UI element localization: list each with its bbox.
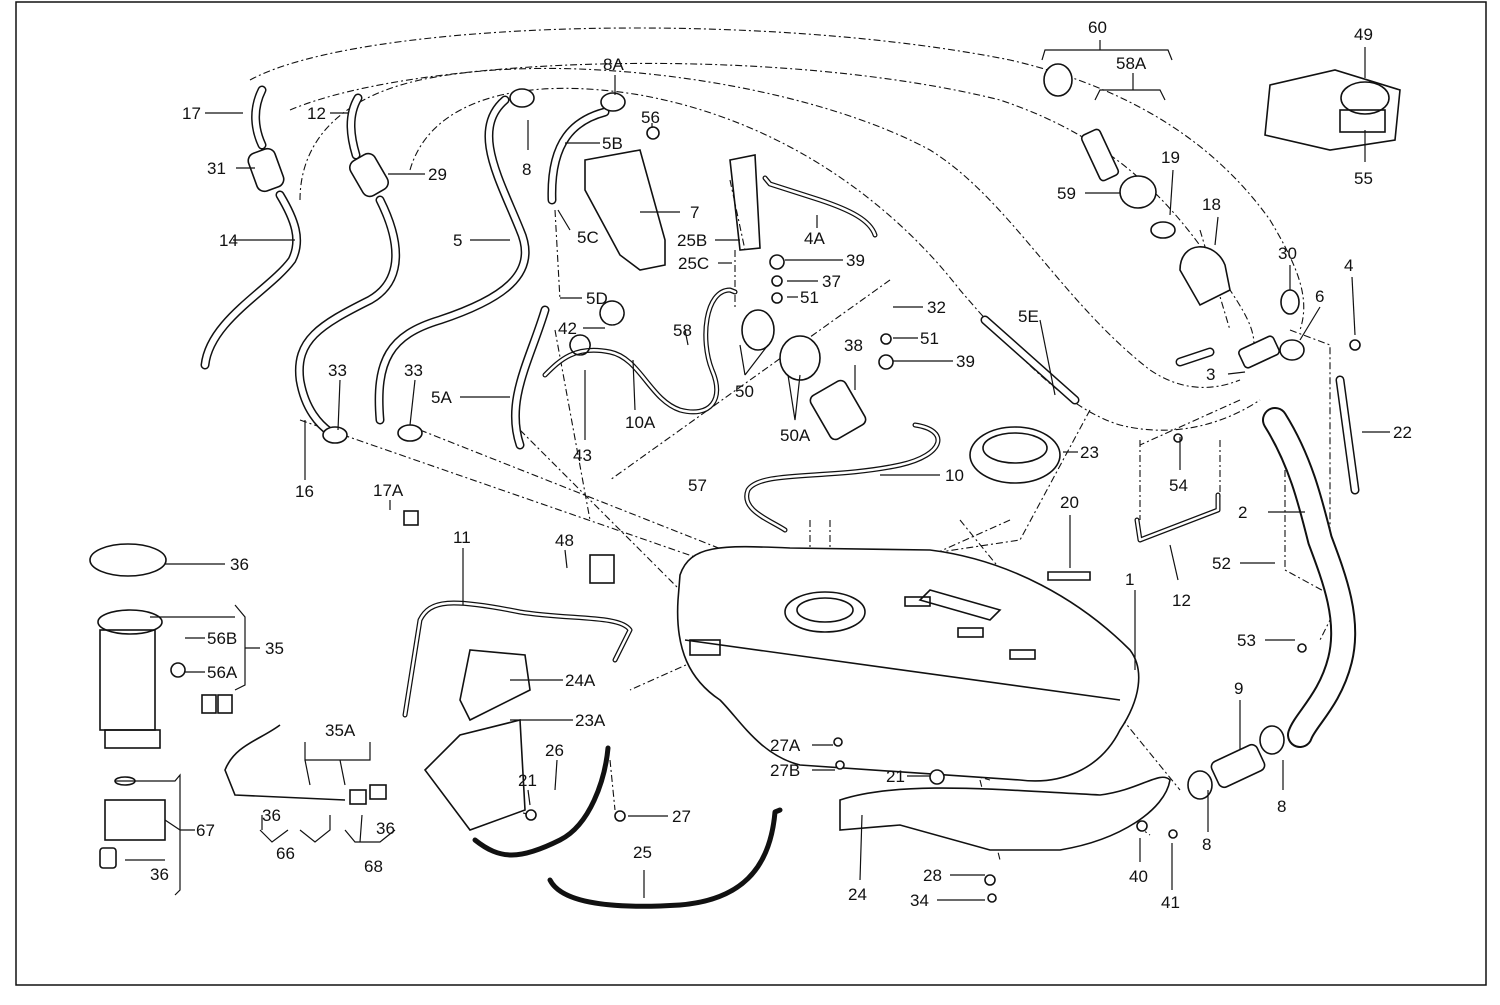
callout-66: 66 (276, 844, 295, 863)
callout-6: 6 (1315, 287, 1324, 306)
callout-22: 22 (1393, 423, 1412, 442)
callout-49: 49 (1354, 25, 1373, 44)
callout-17: 17 (182, 104, 201, 123)
callout-8-clamp-right: 8 (1277, 797, 1286, 816)
callout-67: 67 (196, 821, 215, 840)
callout-36-ring: 36 (230, 555, 249, 574)
callout-23a: 23A (575, 711, 606, 730)
callout-14: 14 (219, 231, 238, 250)
callout-3: 3 (1206, 365, 1215, 384)
callout-53: 53 (1237, 631, 1256, 650)
callout-5e: 5E (1018, 307, 1039, 326)
callout-36-harness-right: 36 (376, 819, 395, 838)
callout-41: 41 (1161, 893, 1180, 912)
callout-40: 40 (1129, 867, 1148, 886)
callout-27b: 27B (770, 761, 800, 780)
callout-68: 68 (364, 857, 383, 876)
callout-27a: 27A (770, 736, 801, 755)
callout-55: 55 (1354, 169, 1373, 188)
callout-11: 11 (453, 528, 471, 547)
callout-12-top: 12 (307, 104, 326, 123)
callout-56: 56 (641, 108, 660, 127)
callout-36-harness-left: 36 (262, 806, 281, 825)
callout-25: 25 (633, 843, 652, 862)
callout-56a: 56A (207, 663, 238, 682)
callout-25b: 25B (677, 231, 707, 250)
callout-60: 60 (1088, 18, 1107, 37)
callout-8-top: 8 (522, 160, 531, 179)
callout-35a: 35A (325, 721, 356, 740)
callout-27: 27 (672, 807, 691, 826)
callout-52: 52 (1212, 554, 1231, 573)
callout-35: 35 (265, 639, 284, 658)
callout-20: 20 (1060, 493, 1079, 512)
callout-29: 29 (428, 165, 447, 184)
callout-24a: 24A (565, 671, 596, 690)
callout-23: 23 (1080, 443, 1099, 462)
callout-10: 10 (945, 466, 964, 485)
callout-2: 2 (1238, 503, 1247, 522)
callout-33-left: 33 (328, 361, 347, 380)
callout-10a: 10A (625, 413, 656, 432)
callout-37: 37 (822, 272, 841, 291)
callout-5d: 5D (586, 289, 608, 308)
callout-4a: 4A (804, 229, 825, 248)
callout-34: 34 (910, 891, 929, 910)
callout-30: 30 (1278, 244, 1297, 263)
callout-25c: 25C (678, 254, 709, 273)
callout-4: 4 (1344, 256, 1353, 275)
callout-26: 26 (545, 741, 564, 760)
diagram-frame (15, 1, 1487, 986)
callout-8a: 8A (603, 55, 624, 74)
fuel-lines (402, 175, 1357, 748)
callout-9: 9 (1234, 679, 1243, 698)
callout-1: 1 (1125, 570, 1134, 589)
callout-58: 58 (673, 321, 692, 340)
fuel-tank (676, 545, 1140, 782)
callout-labels: 1 2 3 4 4A 5 5A 5B 5C 5D 5E 6 7 8 8A 8 8… (150, 18, 1412, 912)
callout-48: 48 (555, 531, 574, 550)
callout-16: 16 (295, 482, 314, 501)
callout-24: 24 (848, 885, 867, 904)
callout-5a: 5A (431, 388, 452, 407)
callout-28: 28 (923, 866, 942, 885)
callout-50a: 50A (780, 426, 811, 445)
callout-43: 43 (573, 446, 592, 465)
callout-8-clamp-left: 8 (1202, 835, 1211, 854)
callout-17a: 17A (373, 481, 404, 500)
callout-50: 50 (735, 382, 754, 401)
callout-38: 38 (844, 336, 863, 355)
callout-56b: 56B (207, 629, 237, 648)
callout-5b: 5B (602, 134, 623, 153)
callout-39-top: 39 (846, 251, 865, 270)
callout-51-top: 51 (800, 288, 819, 307)
callout-31: 31 (207, 159, 226, 178)
callout-33-right: 33 (404, 361, 423, 380)
hoses (200, 85, 1360, 543)
callout-12-right: 12 (1172, 591, 1191, 610)
components (89, 63, 1401, 909)
callout-59: 59 (1057, 184, 1076, 203)
callout-42: 42 (558, 319, 577, 338)
callout-39-bottom: 39 (956, 352, 975, 371)
callout-58a: 58A (1116, 54, 1147, 73)
leader-lines (115, 40, 1390, 901)
callout-5: 5 (453, 231, 462, 250)
callout-19: 19 (1161, 148, 1180, 167)
callout-21-right: 21 (886, 767, 905, 786)
callout-7: 7 (690, 203, 699, 222)
callout-32: 32 (927, 298, 946, 317)
callout-57: 57 (688, 476, 707, 495)
callout-21-left: 21 (518, 771, 537, 790)
callout-51-bottom: 51 (920, 329, 939, 348)
callout-18: 18 (1202, 195, 1221, 214)
callout-54: 54 (1169, 476, 1188, 495)
callout-5c: 5C (577, 228, 599, 247)
callout-36-bottom: 36 (150, 865, 169, 884)
